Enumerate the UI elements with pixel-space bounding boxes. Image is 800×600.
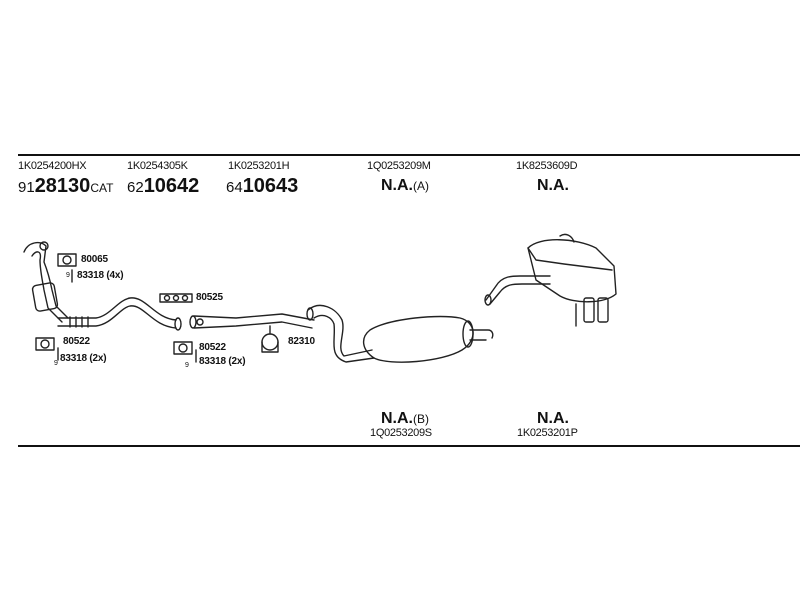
oem-number-4: 1Q0253209M [367,160,431,172]
front-pipe [57,297,182,331]
bolt-label-3: 83318 (2x) [60,353,107,364]
part-main: 10642 [143,175,200,197]
gasket-label-1: 80065 [81,254,108,265]
bolt-icons [57,269,197,363]
bolt-label-4: 83318 (2x) [199,356,246,367]
not-available-b: N.A.(B) [381,410,429,428]
oem-number-5: 1K8253609D [516,160,578,172]
gasket-label-2: 80525 [196,292,223,303]
part-prefix: 91 [18,179,35,196]
oem-number-6: 1Q0253209S [370,427,432,439]
part-suffix: CAT [90,181,114,195]
part-main: 28130 [34,175,91,197]
na-suffix: (A) [413,179,429,193]
oem-number-7: 1K0253201P [517,427,578,439]
clamp-label: 82310 [288,336,315,347]
oem-number-3: 1K0253201H [228,160,290,172]
part-prefix: 62 [127,179,144,196]
part-main: 10643 [242,175,299,197]
oem-number-1: 1K0254200HX [18,160,87,172]
na-label: N.A. [381,177,413,194]
rear-pipe [484,275,551,306]
gasket-label-3: 80522 [63,336,90,347]
not-available-a: N.A.(A) [381,177,429,195]
hardware-parts [35,253,279,355]
index-mark-4: 9 [185,362,189,369]
bottom-divider [18,445,800,447]
gasket-label-4: 80522 [199,342,226,353]
na-label: N.A. [537,410,569,427]
index-mark-1: 9 [66,272,70,279]
rear-silencer [527,233,617,327]
not-available-rear: N.A. [537,177,569,195]
centre-silencer [363,315,494,363]
part-number-1: 9128130CAT [18,175,113,198]
na-label: N.A. [537,177,569,194]
oem-number-2: 1K0254305K [127,160,188,172]
na-suffix: (B) [413,412,429,426]
catalytic-converter-pipe [23,241,69,323]
centre-silencer-pipe [306,304,375,363]
part-number-3: 6410643 [226,175,298,198]
middle-pipe [189,313,315,329]
part-prefix: 64 [226,179,243,196]
part-number-2: 6210642 [127,175,199,198]
top-divider [18,154,800,156]
bolt-label-1: 83318 (4x) [77,270,124,281]
index-mark-3: 9 [54,360,58,367]
not-available-end: N.A. [537,410,569,428]
na-label: N.A. [381,410,413,427]
